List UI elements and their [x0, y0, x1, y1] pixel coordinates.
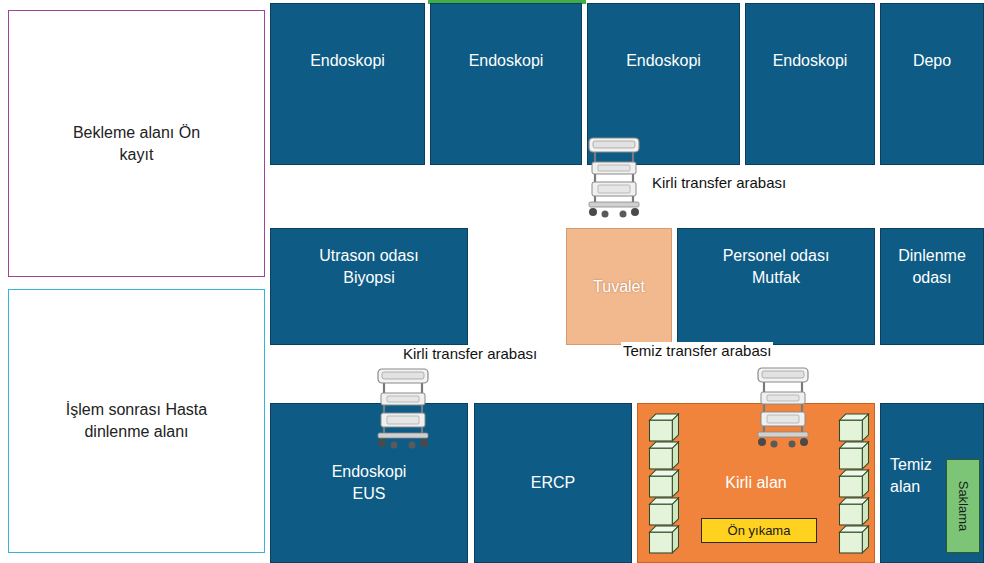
- room-label: Bekleme alanı Ön kayıt: [67, 122, 207, 165]
- storage-box: Saklama: [946, 459, 980, 553]
- room-label: Endoskopi: [626, 50, 701, 72]
- room-label: Endoskopi EUS: [319, 461, 419, 504]
- cart-label: Temiz transfer arabası: [621, 342, 773, 360]
- room-label: Kirli alan: [725, 472, 786, 494]
- room-label: Tuvalet: [593, 276, 645, 298]
- room-box: Temiz alanSaklama: [880, 403, 984, 563]
- room-box: Endoskopi EUS: [270, 403, 468, 563]
- room-box: Ön yıkama: [701, 518, 817, 543]
- cart-label: Kirli transfer arabası: [650, 174, 788, 192]
- clean-cart: [758, 368, 808, 448]
- dirty-cart: [589, 138, 639, 218]
- room-label: İşlem sonrası Hasta dinlenme alanı: [49, 399, 224, 442]
- cart-label: Kirli transfer arabası: [401, 345, 539, 363]
- room-box: İşlem sonrası Hasta dinlenme alanı: [8, 289, 265, 553]
- room-box: Endoskopi: [745, 3, 875, 165]
- room-box: Endoskopi: [270, 3, 425, 165]
- room-box: Utrason odası Biyopsi: [270, 228, 468, 345]
- room-label: Utrason odası Biyopsi: [299, 245, 439, 288]
- room-label: Ön yıkama: [728, 522, 791, 540]
- room-box: ERCP: [474, 403, 632, 563]
- room-box: Kirli alan Ön yıkama: [637, 403, 875, 563]
- room-label: Temiz alan: [890, 454, 942, 497]
- room-label: Endoskopi: [310, 50, 385, 72]
- room-box: Tuvalet: [566, 228, 672, 345]
- dirty-cart: [378, 369, 428, 449]
- room-label: Personel odası Mutfak: [706, 245, 846, 288]
- room-box: Bekleme alanı Ön kayıt: [8, 10, 265, 277]
- room-box: Depo: [880, 3, 984, 165]
- room-label: Endoskopi: [773, 50, 848, 72]
- room-label: Dinlenme odası: [884, 245, 980, 288]
- room-box: Endoskopi: [587, 3, 740, 165]
- room-box: Personel odası Mutfak: [677, 228, 875, 345]
- bin-column-left: [650, 414, 679, 553]
- room-label: Saklama: [954, 481, 972, 532]
- room-label: ERCP: [531, 472, 575, 494]
- room-label: Depo: [913, 50, 951, 72]
- room-label: Endoskopi: [469, 50, 544, 72]
- bin-column-right: [840, 414, 869, 553]
- room-box: Endoskopi: [430, 3, 582, 165]
- room-box: Dinlenme odası: [880, 228, 984, 345]
